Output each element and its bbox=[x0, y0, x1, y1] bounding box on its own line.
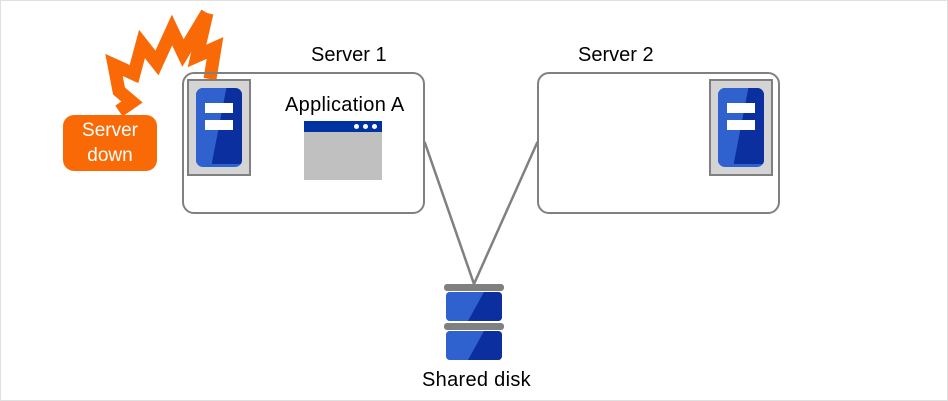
server1-title: Server 1 bbox=[311, 44, 387, 66]
server-icon-bar-bottom bbox=[726, 119, 756, 130]
server-icon-body bbox=[718, 88, 764, 167]
window-titlebar bbox=[304, 121, 382, 132]
window-dot-icon bbox=[372, 124, 377, 129]
server1-appliance-icon bbox=[187, 79, 251, 176]
application-a-label: Application A bbox=[285, 94, 405, 116]
disk-platter-shade bbox=[446, 292, 502, 321]
disk-stack-icon bbox=[444, 284, 504, 360]
connector-server1-to-disk bbox=[423, 141, 476, 286]
server-icon-bar-top bbox=[726, 103, 756, 114]
explosion-burst-icon bbox=[105, 9, 224, 117]
server-icon-bar-bottom bbox=[204, 119, 234, 130]
window-dot-icon bbox=[354, 124, 359, 129]
server1-container bbox=[182, 72, 425, 214]
server2-container bbox=[537, 72, 780, 214]
disk-platter-shade bbox=[446, 331, 502, 360]
server-down-badge: Server down bbox=[63, 115, 157, 171]
shared-disk-label: Shared disk bbox=[422, 369, 531, 391]
application-window-icon bbox=[304, 121, 382, 180]
server-down-badge-line2: down bbox=[87, 145, 133, 166]
server2-title: Server 2 bbox=[578, 44, 654, 66]
window-dot-icon bbox=[363, 124, 368, 129]
server-down-badge-line1: Server bbox=[82, 120, 138, 141]
connector-server2-to-disk bbox=[472, 141, 539, 286]
disk-bar-top bbox=[444, 284, 504, 291]
server-icon-body bbox=[196, 88, 242, 167]
disk-bar-middle bbox=[444, 323, 504, 330]
disk-platter-lower bbox=[446, 331, 502, 360]
disk-platter-upper bbox=[446, 292, 502, 321]
server2-appliance-icon bbox=[709, 79, 773, 176]
server-icon-bar-top bbox=[204, 103, 234, 114]
